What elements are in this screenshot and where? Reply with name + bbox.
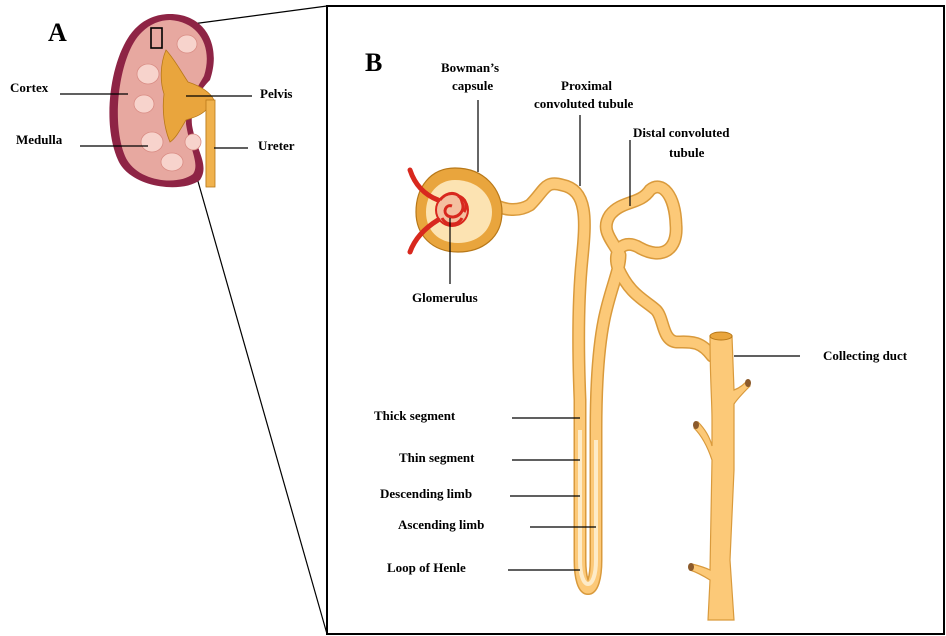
collecting-duct bbox=[688, 332, 751, 620]
bowmans-capsule bbox=[410, 168, 502, 252]
ureter-label: Ureter bbox=[258, 138, 295, 153]
pelvis-label: Pelvis bbox=[260, 86, 293, 101]
medulla-label: Medulla bbox=[16, 132, 63, 147]
ureter-tube bbox=[206, 100, 215, 187]
cortex-label: Cortex bbox=[10, 80, 49, 95]
distal-label-line2: tubule bbox=[669, 145, 705, 160]
bowmans-label-line2: capsule bbox=[452, 78, 493, 93]
nephron-tubule-outline bbox=[495, 184, 712, 589]
panel-a-label: A bbox=[48, 18, 67, 47]
panel-b-label: B bbox=[365, 48, 382, 77]
distal-label-line1: Distal convoluted bbox=[633, 125, 730, 140]
descending-limb-label: Descending limb bbox=[380, 486, 472, 501]
kidney-illustration bbox=[109, 14, 215, 187]
thick-segment-label: Thick segment bbox=[374, 408, 456, 423]
thin-segment-label: Thin segment bbox=[399, 450, 475, 465]
panel-b-frame bbox=[327, 6, 944, 634]
bowmans-label-line1: Bowman’s bbox=[441, 60, 499, 75]
collecting-duct-label: Collecting duct bbox=[823, 348, 908, 363]
proximal-label-line2: convoluted tubule bbox=[534, 96, 634, 111]
loop-of-henle-label: Loop of Henle bbox=[387, 560, 466, 575]
proximal-label-line1: Proximal bbox=[561, 78, 612, 93]
ascending-limb-label: Ascending limb bbox=[398, 517, 484, 532]
glomerulus-capillaries bbox=[436, 193, 468, 226]
glomerulus-label: Glomerulus bbox=[412, 290, 478, 305]
